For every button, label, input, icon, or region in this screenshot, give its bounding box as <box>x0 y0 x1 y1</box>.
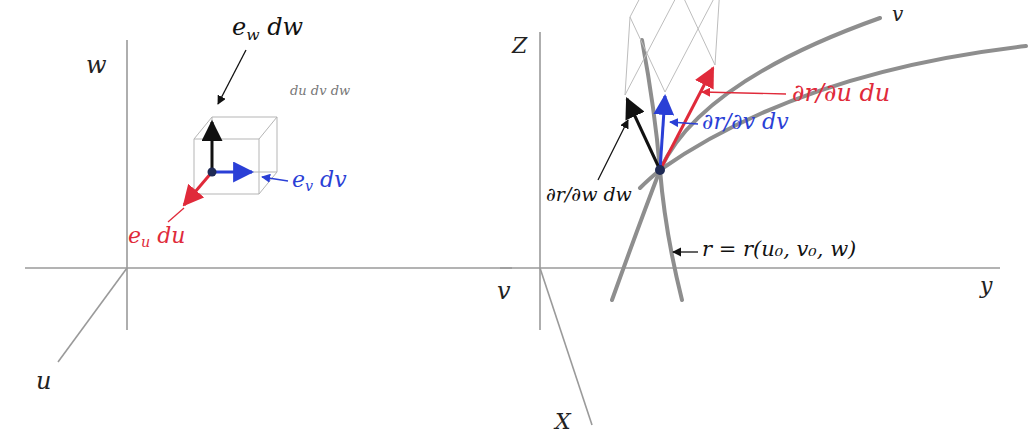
curve-label: r = r(u₀, v₀, w) <box>702 238 856 261</box>
axis-label: w <box>86 52 107 78</box>
basis-vector-label: eu du <box>128 224 186 251</box>
volume-label: du dv dw <box>290 84 350 98</box>
point <box>208 168 217 177</box>
basis-vector-label: ev dv <box>292 168 347 195</box>
basis-arrows <box>184 122 252 205</box>
axis-label: u <box>36 368 51 394</box>
axis-label: X <box>555 410 571 434</box>
axis-label: y <box>980 274 992 298</box>
volume-cube <box>194 117 277 194</box>
point <box>655 165 665 175</box>
tangent-arrows <box>627 68 713 170</box>
xyz-axes <box>500 32 1000 425</box>
tangent-vector-label: ∂r/∂w dw <box>546 184 632 205</box>
uvw-axes <box>25 40 512 362</box>
axis-label: v <box>497 278 511 304</box>
leader-lines <box>168 50 288 222</box>
curve-label: v <box>892 3 903 25</box>
coordinate-curves <box>612 18 1026 300</box>
tangent-vector-label: ∂r/∂v dv <box>702 110 789 134</box>
basis-vector-label: ew dw <box>232 14 303 44</box>
tangent-vector-label: ∂r/∂u du <box>792 80 890 106</box>
axis-label: Z <box>512 34 527 58</box>
